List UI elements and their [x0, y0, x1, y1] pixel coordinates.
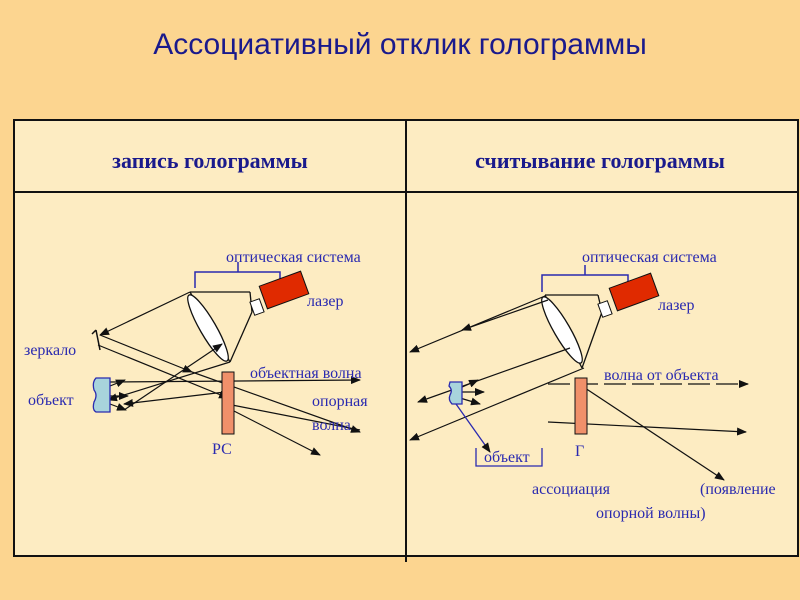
left-label-reference-wave-1: опорная — [312, 393, 368, 410]
right-object-pointer — [455, 403, 491, 453]
right-label-optical-system: оптическая система — [582, 249, 717, 266]
left-laser — [249, 270, 310, 316]
right-label-wave-from-object: волна от объекта — [604, 367, 719, 384]
right-laser — [597, 272, 660, 318]
right-label-association: ассоциация — [532, 481, 611, 498]
right-optical-bracket — [541, 265, 629, 292]
right-hologram — [574, 377, 588, 435]
left-label-optical-system: оптическая система — [226, 249, 361, 266]
right-label-appearance-1: (появление — [700, 481, 776, 498]
left-label-object-wave: объектная волна — [250, 365, 362, 382]
left-label-mirror: зеркало — [24, 342, 76, 359]
left-plate — [221, 371, 235, 435]
left-label-object: объект — [28, 392, 74, 409]
left-mirror — [91, 329, 101, 351]
right-label-laser: лазер — [658, 297, 695, 314]
right-object — [448, 381, 463, 405]
right-label-hologram: Г — [575, 443, 584, 460]
left-header: запись голограммы — [112, 148, 308, 173]
left-label-laser: лазер — [307, 293, 344, 310]
left-optical-bracket — [194, 262, 281, 290]
right-header: считывание голограммы — [475, 148, 725, 173]
right-label-object: объект — [484, 449, 530, 466]
right-label-appearance-2: опорной волны) — [596, 505, 706, 522]
page-title: Ассоциативный отклик голограммы — [153, 28, 647, 61]
left-label-reference-wave-2: волна — [312, 417, 351, 434]
left-object — [92, 377, 111, 413]
left-label-plate: РС — [212, 441, 232, 458]
right-object-bracket — [475, 448, 543, 467]
left-beams — [97, 291, 361, 456]
